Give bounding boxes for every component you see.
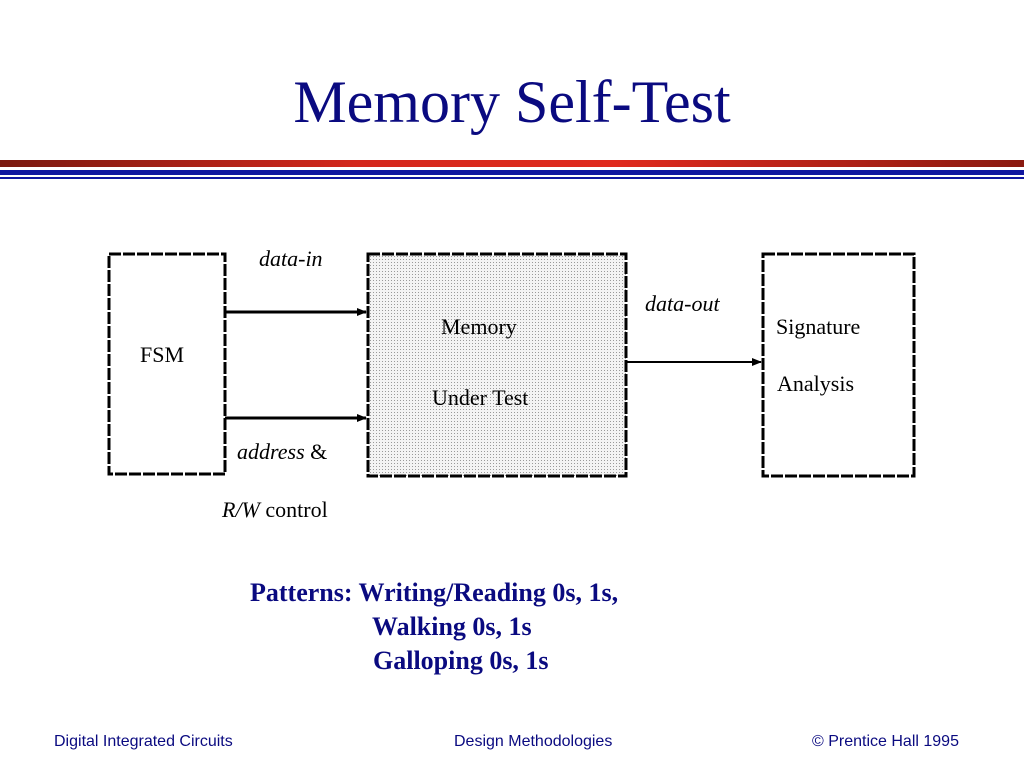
footer-center: Design Methodologies xyxy=(454,733,613,750)
fsm-label: FSM xyxy=(140,342,185,367)
footer-left: Digital Integrated Circuits xyxy=(54,733,233,750)
footer-right: © Prentice Hall 1995 xyxy=(812,733,959,750)
data-out-label: data-out xyxy=(645,291,720,316)
patterns-line-2: Walking 0s, 1s xyxy=(372,612,532,641)
slide-title: Memory Self-Test xyxy=(293,69,731,135)
rw-label-italic: R/W xyxy=(222,497,260,522)
patterns-block: Patterns: Writing/Reading 0s, 1s, Walkin… xyxy=(250,576,618,678)
rw-label-rest: control xyxy=(259,497,328,522)
title-rule-blue-thin xyxy=(0,177,1024,179)
patterns-line-1: Patterns: Writing/Reading 0s, 1s, xyxy=(250,578,619,607)
memory-label-line1: Memory xyxy=(441,314,517,339)
title-rule-red xyxy=(0,160,1024,167)
title-rule-blue xyxy=(0,170,1024,175)
signature-label-line2: Analysis xyxy=(777,371,854,396)
signature-label-line1: Signature xyxy=(776,314,861,339)
signature-box xyxy=(761,252,916,478)
data-in-label: data-in xyxy=(259,246,323,271)
address-label-rest: & xyxy=(304,439,328,464)
fsm-box xyxy=(107,252,227,476)
patterns-line-3: Galloping 0s, 1s xyxy=(373,646,549,675)
address-label: address & xyxy=(237,441,327,463)
address-label-italic: address xyxy=(237,439,305,464)
memory-box xyxy=(366,252,628,478)
rw-control-label: R/W control xyxy=(222,499,328,521)
memory-label-line2: Under Test xyxy=(432,385,529,410)
